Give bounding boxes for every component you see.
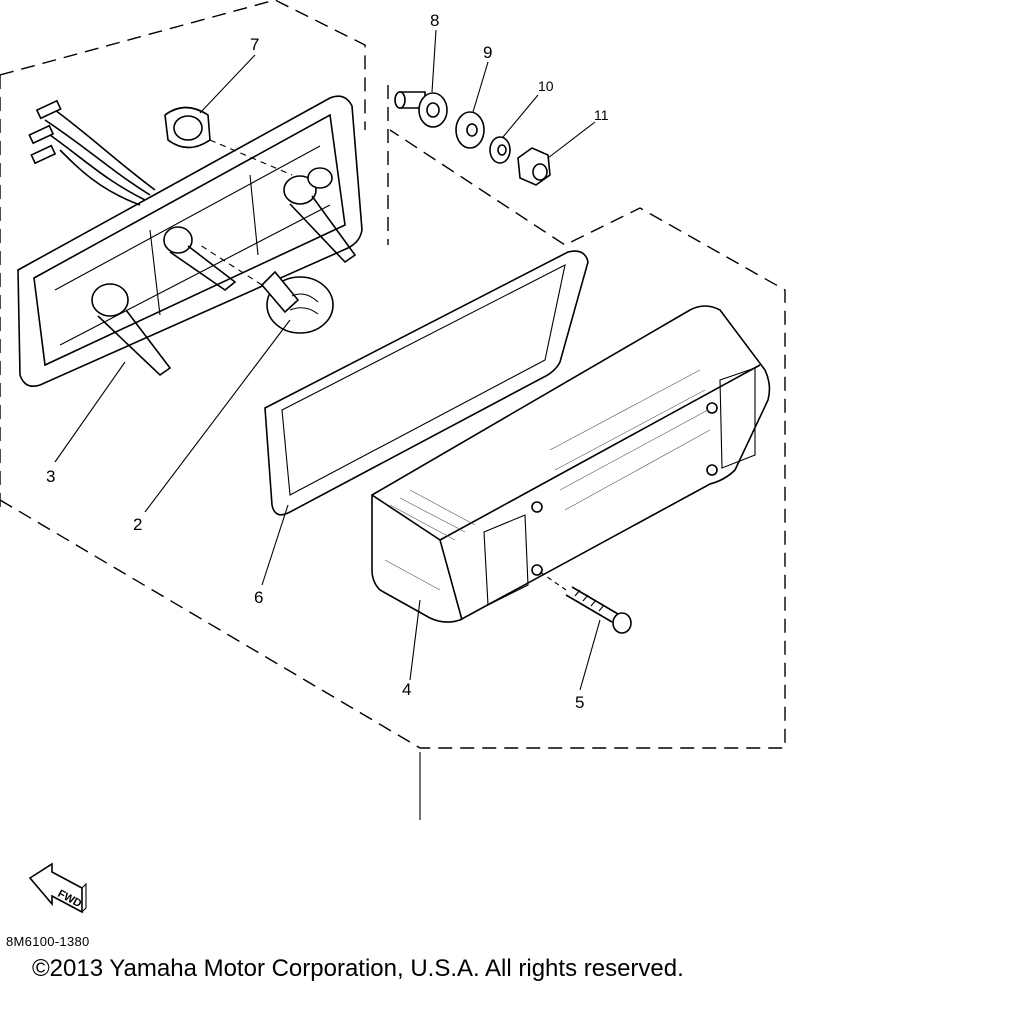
fastener-stack bbox=[394, 91, 551, 186]
callout-numbers: 2 3 4 5 6 7 8 9 10 11 bbox=[46, 11, 609, 712]
callout-3: 3 bbox=[46, 467, 55, 486]
callout-7: 7 bbox=[250, 35, 259, 54]
diagram-ref-code: 8M6100-1380 bbox=[6, 934, 90, 949]
assembly-boundary bbox=[0, 0, 786, 820]
lock-washer-part-10 bbox=[489, 136, 511, 164]
collar-part-8 bbox=[394, 91, 448, 128]
bulb-part-2 bbox=[199, 244, 334, 334]
callout-4: 4 bbox=[402, 680, 411, 699]
washer-part-9 bbox=[455, 111, 485, 149]
callout-5: 5 bbox=[575, 693, 584, 712]
lens-texture bbox=[384, 369, 711, 591]
callout-6: 6 bbox=[254, 588, 263, 607]
callout-10: 10 bbox=[538, 78, 554, 94]
callout-2: 2 bbox=[133, 515, 142, 534]
lens-part-4 bbox=[371, 305, 771, 623]
callout-9: 9 bbox=[483, 43, 492, 62]
copyright-notice: ©2013 Yamaha Motor Corporation, U.S.A. A… bbox=[32, 955, 684, 982]
screw-part-5 bbox=[539, 571, 632, 634]
gasket-part-6 bbox=[264, 250, 589, 516]
callout-11: 11 bbox=[594, 107, 609, 123]
grommet-part-7 bbox=[164, 106, 293, 176]
leader-lines bbox=[54, 29, 601, 691]
callout-8: 8 bbox=[430, 11, 439, 30]
fwd-arrow-icon: FWD bbox=[28, 862, 87, 914]
nut-part-11 bbox=[517, 147, 551, 186]
